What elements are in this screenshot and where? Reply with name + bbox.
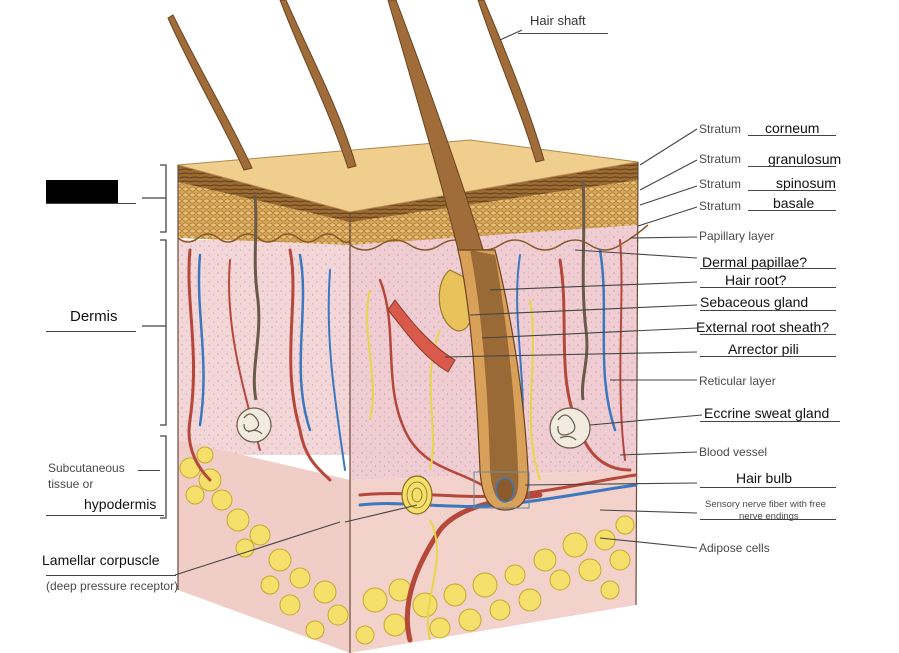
spinosum-underline: [748, 190, 836, 191]
corneum-underline: [748, 135, 836, 136]
lamellar-underline: [46, 575, 176, 576]
label-lamellar-note: (deep pressure receptor): [46, 580, 178, 592]
dermis-underline: [46, 331, 136, 332]
label-lamellar-corpuscle: Lamellar corpuscle: [42, 553, 160, 567]
label-reticular-layer: Reticular layer: [699, 375, 776, 387]
label-arrector-pili: Arrector pili: [728, 342, 799, 356]
label-eccrine-sweat-gland: Eccrine sweat gland: [704, 406, 829, 420]
subcutaneous-leader: [138, 470, 160, 471]
label-spinosum: spinosum: [776, 176, 836, 190]
label-granulosum: granulosum: [768, 152, 841, 166]
label-subcutaneous-1: Subcutaneous: [48, 462, 125, 474]
label-corneum: corneum: [765, 121, 819, 135]
label-dermal-papillae: Dermal papillae?: [702, 255, 807, 269]
hair-shaft-underline: [518, 33, 608, 34]
label-sensory-nerve-1: Sensory nerve fiber with free: [705, 500, 826, 510]
label-papillary-layer: Papillary layer: [699, 230, 774, 242]
basale-underline: [748, 210, 836, 211]
label-stratum-1: Stratum: [699, 123, 741, 135]
label-sebaceous-gland: Sebaceous gland: [700, 295, 808, 309]
granulosum-underline: [748, 166, 836, 167]
label-hypodermis: hypodermis: [84, 497, 156, 511]
hair-bulb-underline: [700, 487, 836, 488]
dermal-papillae-underline: [700, 268, 836, 269]
hypodermis-underline: [46, 515, 164, 516]
redacted-label-box: [46, 180, 118, 203]
label-external-root-sheath: External root sheath?: [696, 320, 829, 334]
label-basale: basale: [773, 196, 814, 210]
sensory-nerve-underline: [700, 519, 836, 520]
hair-root-underline: [700, 287, 836, 288]
eccrine-underline: [700, 421, 840, 422]
lamellar-corpuscle-shape: [402, 476, 432, 514]
label-adipose-cells: Adipose cells: [699, 542, 770, 554]
label-hair-root: Hair root?: [725, 273, 786, 287]
label-sensory-nerve-2: nerve endings: [739, 512, 799, 522]
label-blood-vessel: Blood vessel: [699, 446, 767, 458]
label-hair-shaft: Hair shaft: [530, 14, 586, 27]
epidermis-answer-line: [46, 203, 136, 204]
arrector-pili-underline: [700, 356, 836, 357]
layer-brackets: [142, 165, 166, 518]
label-subcutaneous-2: tissue or: [48, 478, 93, 490]
external-root-sheath-underline: [700, 334, 836, 335]
label-stratum-2: Stratum: [699, 153, 741, 165]
sebaceous-underline: [700, 310, 836, 311]
label-stratum-4: Stratum: [699, 200, 741, 212]
label-hair-bulb: Hair bulb: [736, 471, 792, 485]
label-dermis: Dermis: [70, 309, 118, 324]
label-stratum-3: Stratum: [699, 178, 741, 190]
